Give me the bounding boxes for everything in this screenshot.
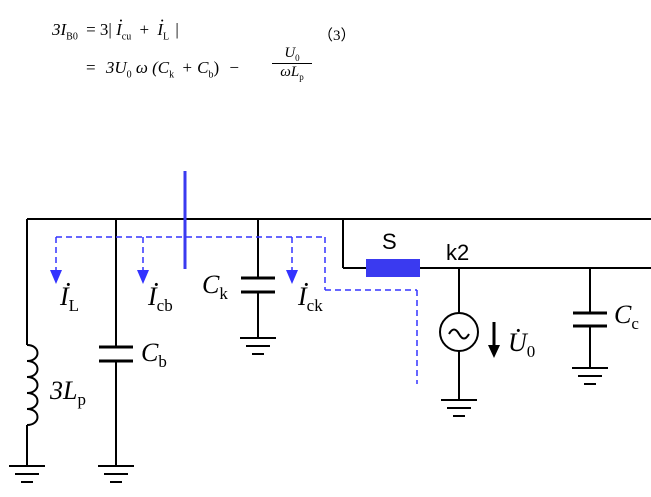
label-cc: Cc [614, 300, 639, 334]
formula-plus: + [139, 20, 150, 39]
fraction-denominator: ωLp [280, 64, 304, 82]
ground-symbols [9, 337, 608, 483]
label-3lp: 3Lp [50, 376, 86, 410]
formula-close-bar: | [175, 20, 179, 39]
label-k2: k2 [446, 240, 470, 265]
arrow-down-icon [137, 270, 149, 284]
ground-icon [9, 465, 45, 483]
ground-icon [572, 367, 608, 385]
label-switch-s: S [382, 229, 397, 254]
label-il: ·IL [60, 270, 80, 316]
formula-cb-sub: b [208, 69, 214, 81]
formula-paren-close: ) [213, 58, 220, 77]
arrow-down-icon [286, 270, 298, 284]
formula-lhs: 3I [52, 20, 67, 39]
fraction-numerator: U0 [284, 45, 300, 63]
label-ck: Ck [202, 270, 228, 304]
ground-icon [98, 465, 134, 483]
formula-ck: (C [152, 58, 170, 77]
label-u0: ·U0 [508, 316, 536, 362]
fraction: U0 ωLp [272, 45, 312, 82]
formula-eq-2: = [86, 58, 96, 77]
formula-coeff: 3U [105, 58, 127, 77]
formula-icu: ·I [116, 11, 124, 39]
arrow-down-icon [50, 270, 62, 284]
formula-lhs-sub: B0 [66, 31, 78, 43]
label-cb: Cb [141, 338, 167, 372]
formula-cb: + C [181, 58, 209, 77]
ground-icon [240, 337, 276, 355]
ac-source-circle [439, 312, 479, 352]
label-icb: ·Icb [148, 270, 173, 316]
formula-il-sub: L [162, 31, 170, 43]
formula-minus: − [229, 58, 239, 77]
ground-icon [441, 399, 477, 417]
switch-s [366, 259, 420, 277]
label-ick: ·Ick [298, 270, 323, 316]
formula-ck-sub: k [169, 69, 175, 81]
equation-number: （3） [318, 28, 356, 44]
formula-coeff-sub: 0 [126, 69, 132, 81]
formula-rhs-open: = 3| [86, 20, 112, 39]
fraction-bar [272, 63, 312, 64]
formula-line-2: = 3U0 ω (Ck + Cb) − [86, 58, 245, 80]
formula-il: ·I [157, 11, 165, 39]
current-arrows [50, 270, 298, 284]
wires [26, 218, 651, 466]
formula-line-1: 3IB0 = 3| ·Icu + ·IL | [52, 11, 179, 43]
current-path [55, 236, 418, 384]
ac-source-wave-icon [448, 328, 470, 340]
voltage-arrow-down-icon [488, 345, 500, 358]
inductor-coil [26, 344, 39, 426]
formula-icu-sub: cu [121, 31, 132, 43]
formula-omega: ω [135, 58, 148, 77]
